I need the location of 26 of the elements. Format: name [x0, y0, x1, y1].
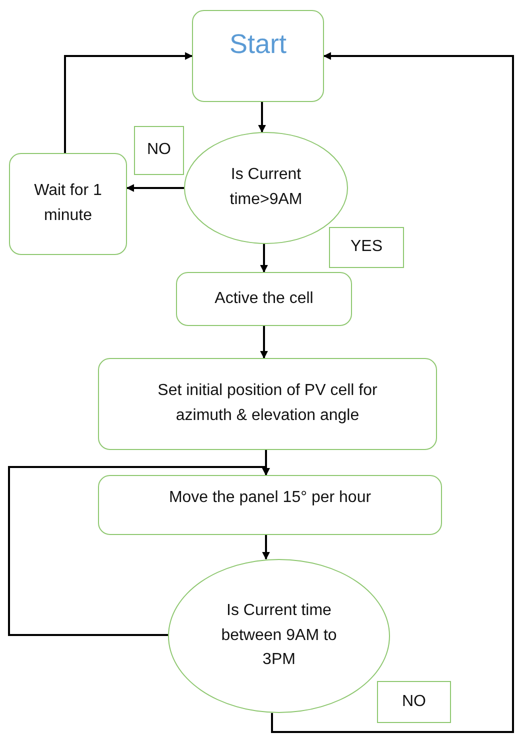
- arrow: [271, 52, 514, 733]
- arrow: [260, 326, 268, 359]
- node-text: Wait for 1 minute: [33, 181, 103, 226]
- node-text: Move the panel 15° per hour: [168, 488, 372, 508]
- process-box: [176, 272, 352, 326]
- process-box: [192, 10, 324, 102]
- answer-label-box: [329, 227, 404, 268]
- process-box: [98, 475, 442, 535]
- process-box: [9, 153, 127, 255]
- arrow: [260, 244, 268, 273]
- arrow: [258, 102, 266, 133]
- node-text: YES: [350, 237, 382, 258]
- arrow: [64, 52, 193, 153]
- arrow: [8, 466, 270, 636]
- answer-label-box: [377, 681, 451, 723]
- node-text: NO: [147, 140, 171, 160]
- node-text: Is Current time between 9AM to 3PM: [220, 600, 338, 670]
- arrow: [126, 184, 184, 192]
- start-label: Start: [229, 28, 287, 62]
- node-text: NO: [402, 692, 426, 712]
- arrow: [262, 535, 270, 560]
- answer-label-box: [134, 126, 184, 175]
- node-text: Is Current time>9AM: [228, 165, 304, 210]
- node-text: Active the cell: [214, 288, 314, 309]
- process-box: [98, 358, 437, 450]
- node-text: Set initial position of PV cell for azimuth & elevation angle: [156, 381, 378, 426]
